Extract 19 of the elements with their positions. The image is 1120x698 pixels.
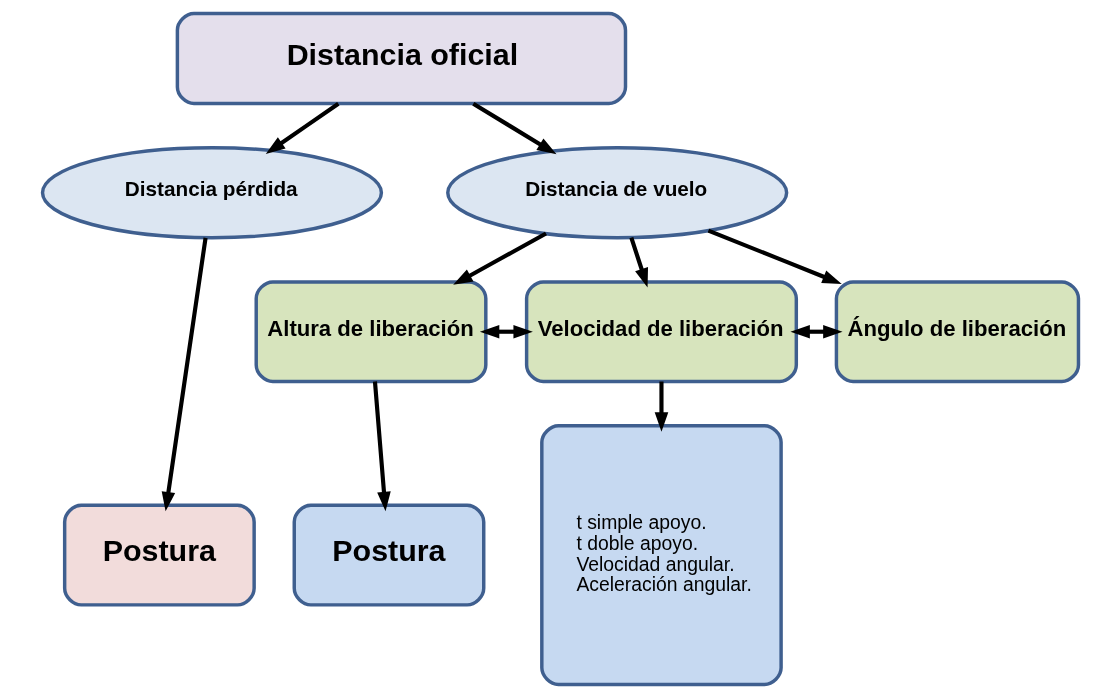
node-ellipse: Distancia pérdida: [40, 146, 383, 240]
arrow: [452, 231, 547, 285]
node-box: Ángulo de liberación: [834, 280, 1080, 384]
arrow: [372, 381, 391, 512]
arrow: [161, 237, 208, 512]
node-box: Altura de liberación: [254, 280, 488, 384]
node-ellipse: Distancia de vuelo: [445, 146, 788, 240]
arrow: [707, 228, 842, 284]
arrow: [628, 236, 648, 288]
node-box: Velocidad de liberación: [524, 280, 798, 384]
arrow: [471, 101, 556, 155]
arrow: [789, 324, 843, 339]
arrow: [654, 381, 668, 432]
arrow: [265, 101, 340, 154]
node-box: Postura: [292, 503, 485, 607]
node-box: t simple apoyo. t doble apoyo. Velocidad angular. Aceleración angular.: [539, 424, 783, 687]
node-box: Postura: [62, 503, 256, 607]
arrow: [479, 324, 533, 339]
node-box: Distancia oficial: [175, 11, 627, 106]
